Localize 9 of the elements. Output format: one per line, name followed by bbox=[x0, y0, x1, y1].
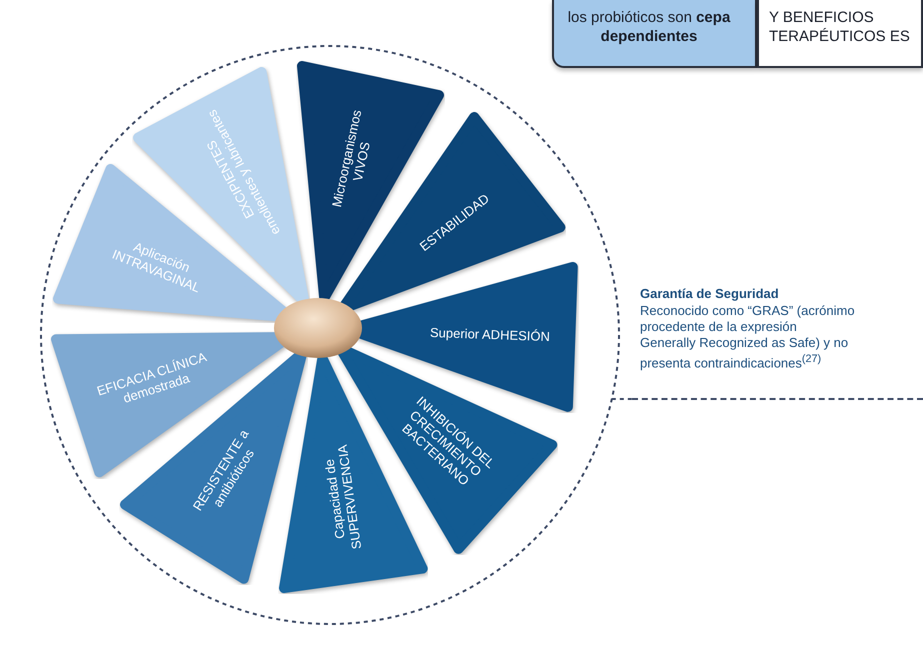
panel-text: Y BENEFICIOS TERAPÉUTICOS ES bbox=[769, 8, 911, 46]
info-panel bbox=[552, 0, 757, 68]
note-text: Reconocido como “GRAS” (acrónimo procedente de la expresión Generally Recognized as Safe) y no presenta contraindicaciones$^{(27)}$ bbox=[640, 303, 855, 372]
note-underline bbox=[632, 286, 923, 400]
info-panel bbox=[757, 0, 923, 68]
panel-text: los probióticos son cepa dependientes bbox=[566, 8, 732, 46]
dashed-connector bbox=[612, 398, 632, 400]
petal-label: Superior ADHESIÓN bbox=[428, 323, 552, 346]
note-heading: Garantía de Seguridad bbox=[640, 286, 780, 302]
